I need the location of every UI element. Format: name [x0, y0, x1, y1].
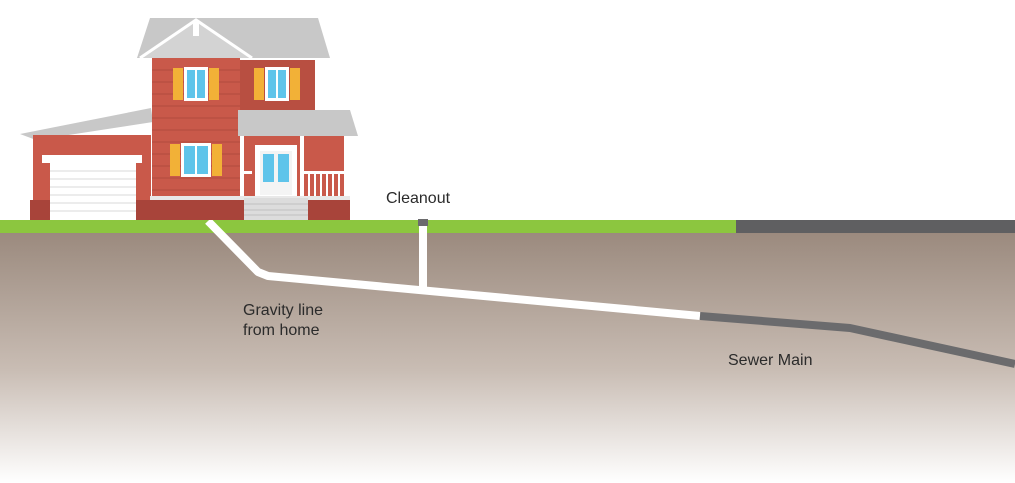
sewer-main-label: Sewer Main: [728, 352, 813, 369]
porch-steps: [244, 198, 308, 220]
porch-post-mid: [300, 136, 304, 198]
garage-trim: [42, 155, 142, 163]
cleanout-label: Cleanout: [386, 190, 451, 207]
road-strip: [736, 220, 1015, 233]
soil: [0, 233, 1015, 483]
porch-post-left: [240, 136, 244, 198]
shutter-lower-a: [170, 144, 180, 176]
porch-rail-top: [304, 171, 346, 174]
porch-roof: [238, 110, 358, 136]
shutter-upper-right-b: [290, 68, 300, 100]
porch-rail-left: [244, 171, 252, 174]
cleanout-cap: [418, 219, 428, 226]
shutter-upper-right-a: [254, 68, 264, 100]
gravity-line-label-line-1: Gravity line: [243, 302, 324, 319]
roof-vent: [193, 22, 199, 36]
house: [20, 18, 358, 220]
gable-trim: [139, 18, 253, 60]
porch-post-right: [344, 136, 348, 198]
garage-roof: [20, 108, 153, 140]
gravity-line-label: Gravity line from home: [243, 301, 323, 341]
shutter-upper-left-b: [209, 68, 219, 100]
shutter-lower-b: [212, 144, 222, 176]
sewer-main-pipe: [699, 312, 1015, 368]
gravity-line-label-line-2: from home: [243, 322, 320, 339]
gable-roof: [140, 18, 252, 58]
grass-strip: [0, 220, 736, 233]
shutter-upper-left-a: [173, 68, 183, 100]
gravity-line-pipe: [205, 218, 701, 320]
